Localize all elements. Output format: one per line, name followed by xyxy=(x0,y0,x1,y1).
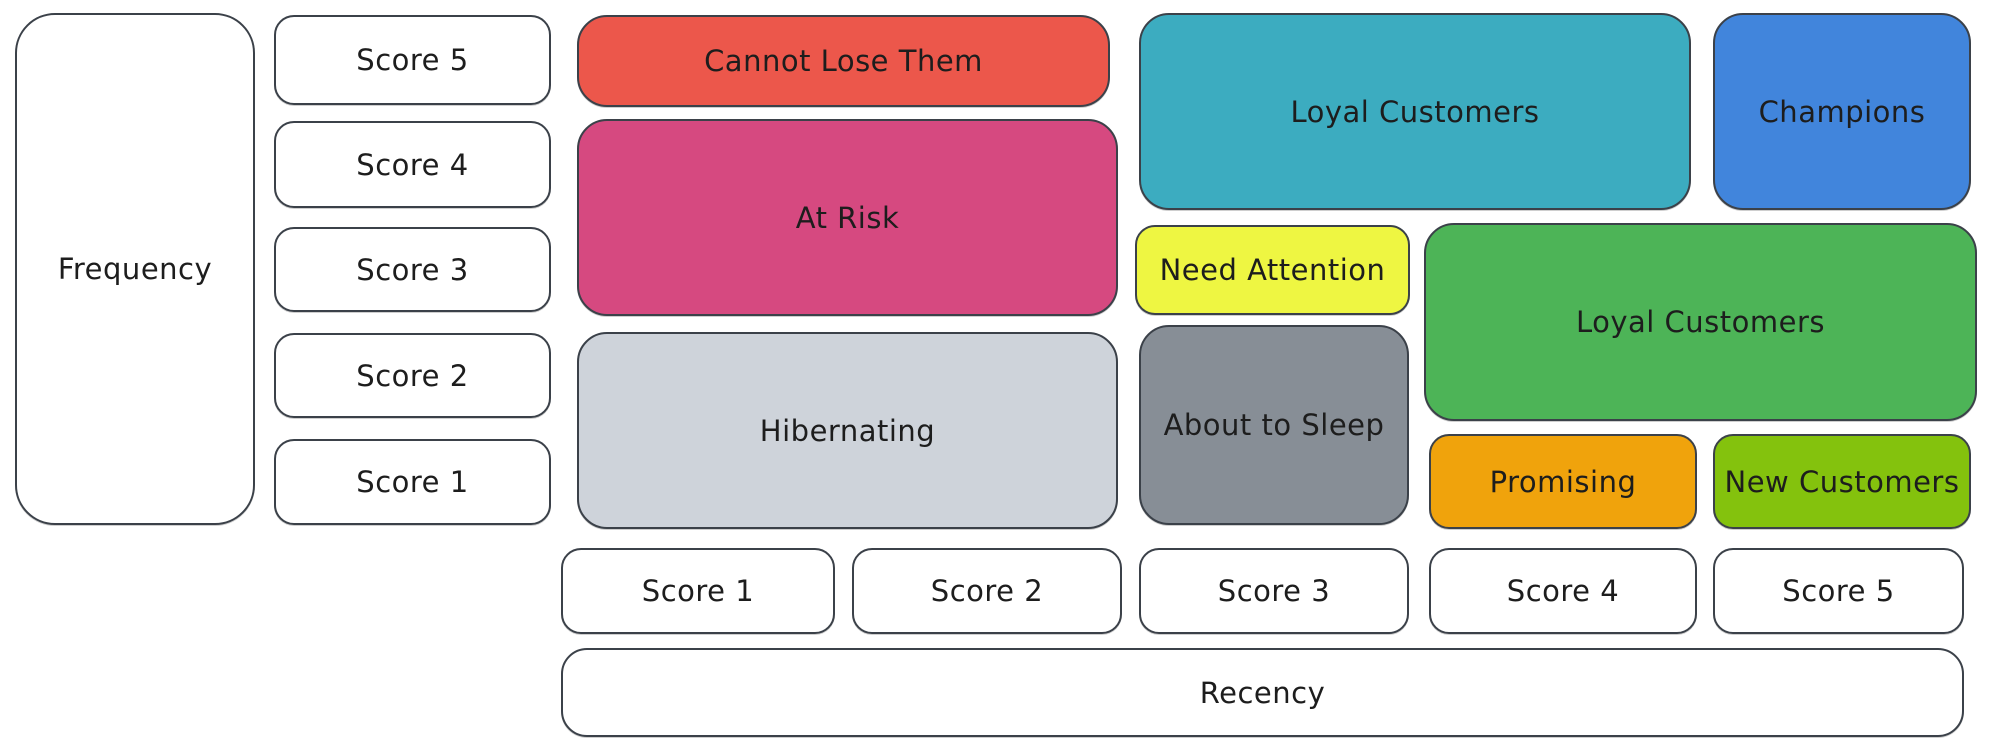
segment-about-to-sleep: About to Sleep xyxy=(1139,325,1409,525)
segment-loyal-customers-top: Loyal Customers xyxy=(1139,13,1691,210)
frequency-score-3: Score 3 xyxy=(274,227,551,312)
recency-score-4: Score 4 xyxy=(1429,548,1697,634)
recency-score-2-text: Score 2 xyxy=(930,574,1044,608)
segment-need-attention-label: Need Attention xyxy=(1159,253,1386,287)
recency-score-2: Score 2 xyxy=(852,548,1122,634)
frequency-score-4-text: Score 4 xyxy=(356,147,469,182)
recency-score-3-text: Score 3 xyxy=(1217,574,1331,608)
segment-promising: Promising xyxy=(1429,434,1697,529)
frequency-score-1: Score 1 xyxy=(274,439,551,525)
frequency-axis-label: Frequency xyxy=(15,13,255,525)
segment-cannot-lose-them-label: Cannot Lose Them xyxy=(704,44,983,78)
frequency-score-3-text: Score 3 xyxy=(356,252,469,287)
recency-axis-text: Recency xyxy=(1199,675,1326,710)
segment-at-risk-label: At Risk xyxy=(795,200,900,235)
recency-axis-label: Recency xyxy=(561,648,1964,737)
segment-champions-label: Champions xyxy=(1758,94,1926,129)
segment-champions: Champions xyxy=(1713,13,1971,210)
frequency-score-4: Score 4 xyxy=(274,121,551,208)
frequency-score-5-text: Score 5 xyxy=(356,43,469,77)
frequency-axis-text: Frequency xyxy=(57,252,213,286)
segment-loyal-customers-top-label: Loyal Customers xyxy=(1290,94,1540,129)
recency-score-3: Score 3 xyxy=(1139,548,1409,634)
segment-need-attention: Need Attention xyxy=(1135,225,1410,315)
frequency-score-2-text: Score 2 xyxy=(356,358,469,393)
recency-score-4-text: Score 4 xyxy=(1506,574,1620,608)
segment-loyal-customers-mid-label: Loyal Customers xyxy=(1575,305,1826,339)
segment-at-risk: At Risk xyxy=(577,119,1118,316)
recency-score-1-text: Score 1 xyxy=(641,574,755,608)
recency-score-5: Score 5 xyxy=(1713,548,1964,634)
segment-cannot-lose-them: Cannot Lose Them xyxy=(577,15,1110,107)
frequency-score-1-text: Score 1 xyxy=(356,465,469,499)
frequency-score-5: Score 5 xyxy=(274,15,551,105)
segment-new-customers: New Customers xyxy=(1713,434,1971,529)
frequency-score-2: Score 2 xyxy=(274,333,551,418)
segment-hibernating-label: Hibernating xyxy=(759,413,936,448)
segment-loyal-customers-mid: Loyal Customers xyxy=(1424,223,1977,421)
segment-hibernating: Hibernating xyxy=(577,332,1118,529)
segment-about-to-sleep-label: About to Sleep xyxy=(1163,408,1385,442)
segment-new-customers-label: New Customers xyxy=(1724,464,1960,499)
recency-score-5-text: Score 5 xyxy=(1782,574,1895,608)
segment-promising-label: Promising xyxy=(1489,464,1637,499)
recency-score-1: Score 1 xyxy=(561,548,835,634)
